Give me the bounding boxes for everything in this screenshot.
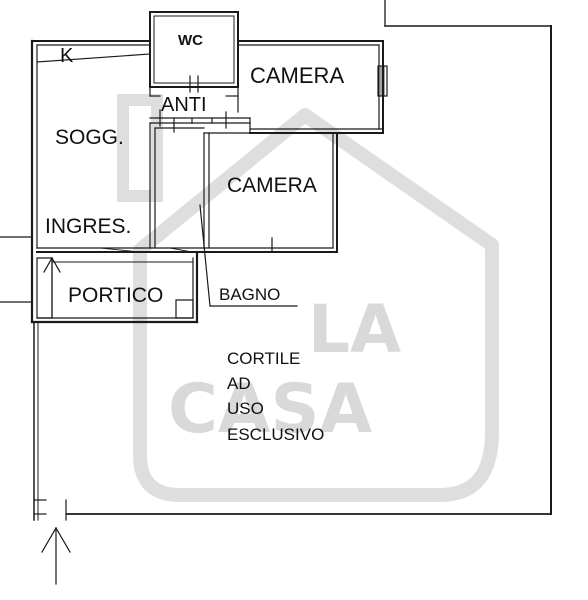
courtyard-label-line2: AD bbox=[227, 374, 251, 393]
room-label-ingresso: INGRES. bbox=[45, 215, 131, 238]
watermark-logo: LA CASA bbox=[117, 94, 499, 502]
interior-walls bbox=[149, 86, 251, 249]
bagno-leader bbox=[199, 204, 298, 307]
room-label-camera-top: CAMERA bbox=[250, 63, 344, 88]
room-label-camera-mid: CAMERA bbox=[227, 174, 317, 197]
courtyard-label-line1: CORTILE bbox=[227, 349, 300, 368]
watermark-text-casa: CASA bbox=[168, 370, 373, 449]
room-label-kitchen: K bbox=[60, 45, 74, 67]
watermark-house-outline bbox=[133, 108, 499, 502]
property-boundary bbox=[33, 0, 552, 521]
room-label-anti: ANTI bbox=[161, 94, 207, 116]
watermark-text-la: LA bbox=[308, 291, 401, 368]
room-label-bagno: BAGNO bbox=[219, 285, 280, 304]
room-label-wc: WC bbox=[178, 32, 203, 49]
main-entrance-arrow bbox=[41, 527, 71, 585]
courtyard-label-line4: ESCLUSIVO bbox=[227, 425, 324, 444]
room-label-soggiorno: SOGG. bbox=[55, 126, 124, 149]
portico-block bbox=[30, 250, 199, 324]
window-symbol bbox=[377, 65, 388, 97]
courtyard-label-line3: USO bbox=[227, 399, 264, 418]
watermark-chimney bbox=[117, 94, 163, 202]
room-label-portico: PORTICO bbox=[68, 284, 163, 307]
